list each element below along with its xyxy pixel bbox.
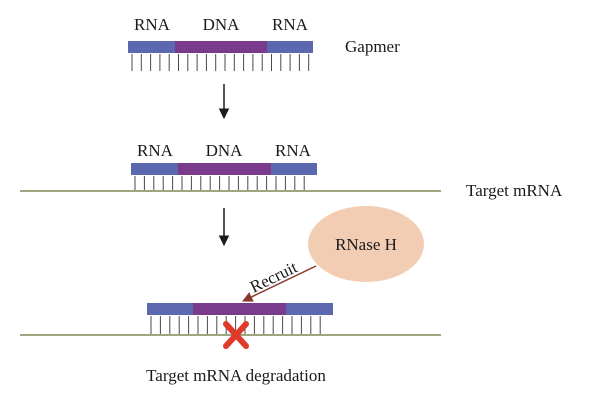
bound-bases (150, 316, 321, 334)
rnase-h-enzyme (308, 206, 424, 282)
gapmer-dna-gap (175, 41, 267, 53)
bound-rna-wing-left (147, 303, 193, 315)
hybrid-rna-right-label: RNA (275, 141, 312, 160)
gapmer-stage: RNA DNA RNA Gapmer (128, 15, 400, 71)
gapmer-dna-label: DNA (203, 15, 241, 34)
recruit-arrow (242, 265, 317, 302)
degradation-stage: RNase H Recruit Target mRNA degradation (20, 206, 441, 385)
hybrid-dna-gap (178, 163, 271, 175)
bound-rna-wing-right (286, 303, 333, 315)
recruit-label: Recruit (247, 257, 301, 296)
gapmer-rna-left-label: RNA (134, 15, 171, 34)
hybrid-rna-wing-right (271, 163, 317, 175)
gapmer-rna-right-label: RNA (272, 15, 309, 34)
hybrid-stage: RNA DNA RNA Target mRNA (20, 141, 563, 200)
rnase-h-label: RNase H (335, 235, 397, 254)
gapmer-caption: Gapmer (345, 37, 400, 56)
hybrid-rna-wing-left (131, 163, 178, 175)
hybrid-dna-label: DNA (206, 141, 244, 160)
hybrid-bases (134, 176, 305, 190)
gapmer-bases (131, 54, 310, 71)
degradation-caption: Target mRNA degradation (146, 366, 326, 385)
bound-dna-gap (193, 303, 286, 315)
cleavage-cross-icon (223, 321, 249, 349)
hybrid-rna-left-label: RNA (137, 141, 174, 160)
gapmer-rna-wing-right (267, 41, 313, 53)
target-mrna-caption: Target mRNA (466, 181, 563, 200)
gapmer-rna-wing-left (128, 41, 175, 53)
